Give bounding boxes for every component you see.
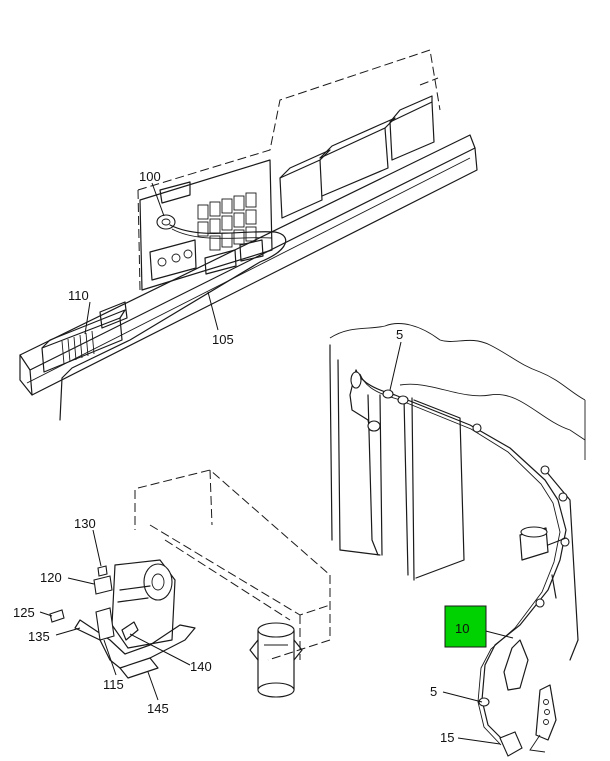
callout-115: 115 <box>103 677 124 692</box>
callout-135: 135 <box>28 629 50 644</box>
dashed-enclosure <box>134 469 331 698</box>
callout-5-bottom: 5 <box>430 684 437 699</box>
cab-rail-assembly <box>19 49 478 421</box>
callout-130: 130 <box>74 516 96 531</box>
callout-120: 120 <box>40 570 62 585</box>
callout-5-top: 5 <box>396 327 403 342</box>
body-side-assembly <box>329 323 586 757</box>
callout-145: 145 <box>147 701 169 716</box>
callout-10: 10 <box>455 621 469 636</box>
callout-125: 125 <box>13 605 35 620</box>
callout-leaders <box>39 182 514 745</box>
motor-bracket-assembly <box>49 559 196 679</box>
callout-100: 100 <box>139 169 161 184</box>
callout-105: 105 <box>212 332 234 347</box>
callout-140: 140 <box>190 659 212 674</box>
callout-15: 15 <box>440 730 454 745</box>
callout-110: 110 <box>68 288 89 303</box>
highlight-box <box>444 605 487 648</box>
